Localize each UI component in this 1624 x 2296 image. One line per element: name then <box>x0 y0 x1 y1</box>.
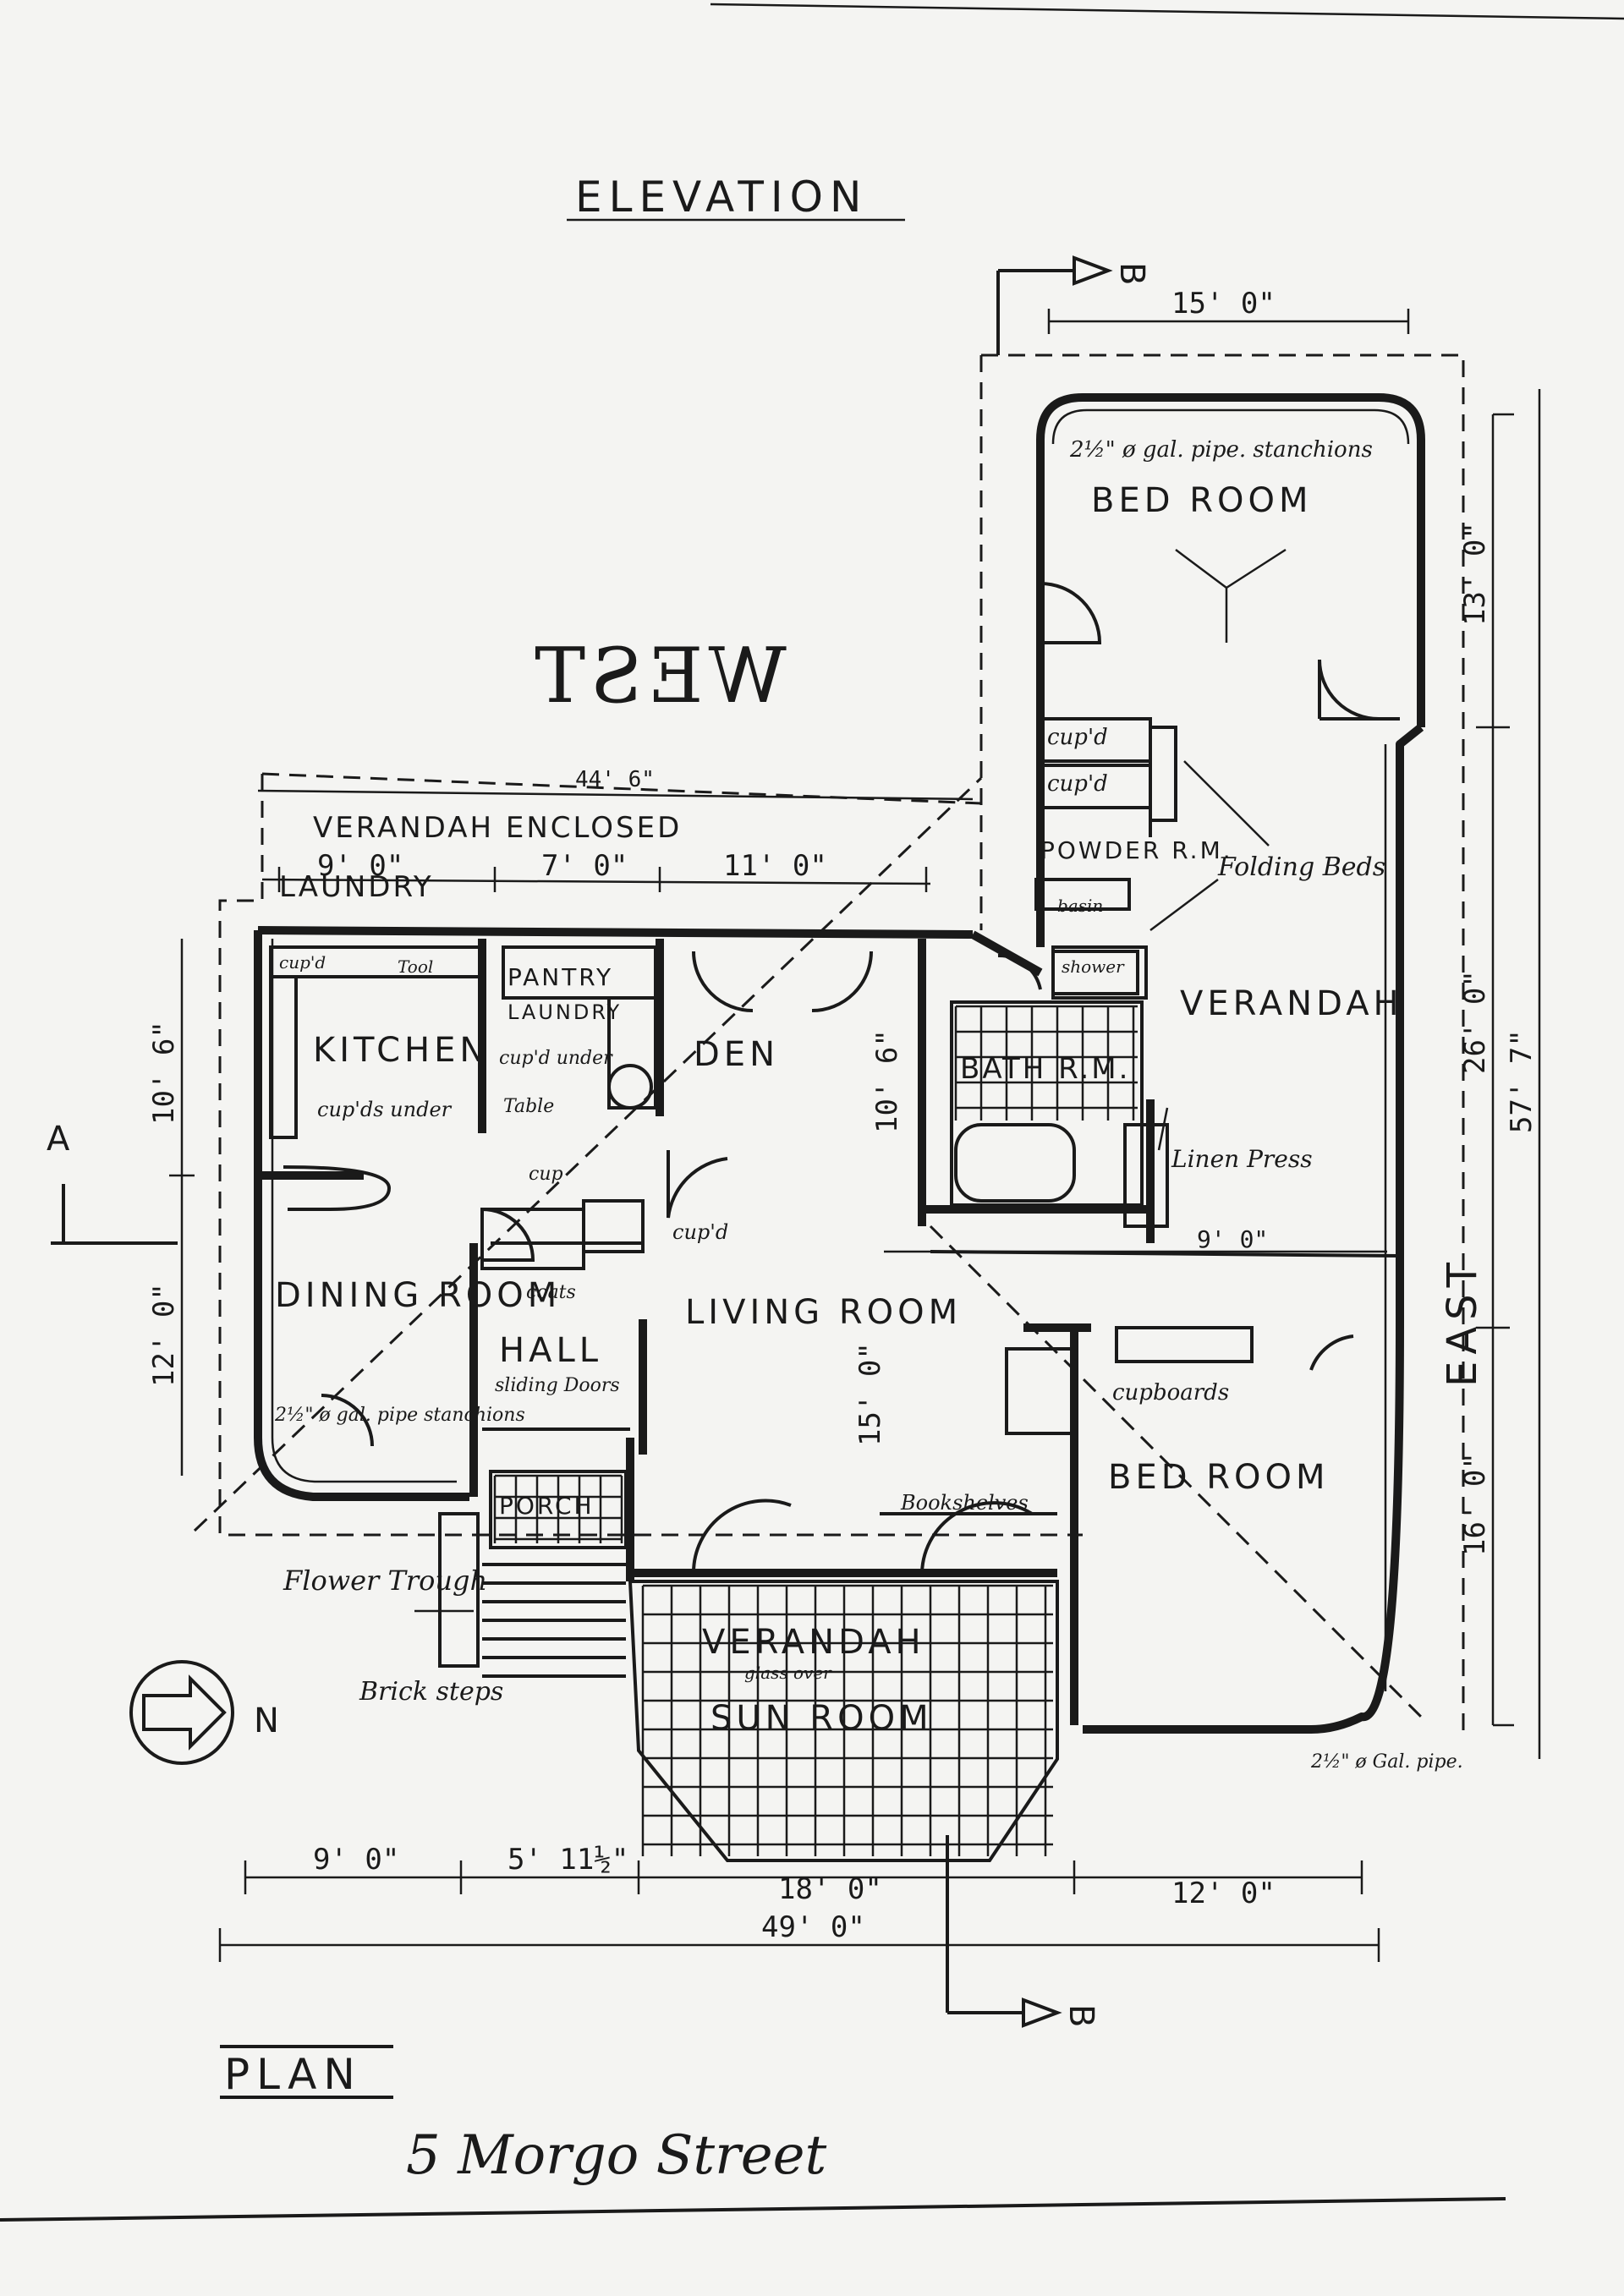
note-sliding-doors: sliding Doors <box>495 1375 620 1396</box>
dim-15-0-living: 15' 0" <box>853 1342 887 1446</box>
dim-10-6-left: 10' 6" <box>147 1021 181 1125</box>
dim-26-0: 26' 0" <box>1458 970 1492 1074</box>
dim-7-0: 7' 0" <box>541 849 628 883</box>
room-label-bedroom-bottom: BED ROOM <box>1108 1458 1330 1497</box>
room-label-verandah-sunroom: VERANDAH <box>702 1623 925 1662</box>
room-label-verandah-enclosed: VERANDAH ENCLOSED <box>313 811 682 845</box>
north-arrow: N <box>129 1660 283 1765</box>
note-cupd-under: cup'd under <box>499 1048 613 1069</box>
room-label-dining-room: DINING ROOM <box>275 1276 561 1315</box>
room-label-sun-room: SUN ROOM <box>710 1699 933 1738</box>
room-label-bathroom: BATH R.M. <box>960 1052 1130 1086</box>
west-label: WEST <box>529 632 787 721</box>
section-b-marker-top: B <box>996 255 1151 355</box>
section-a-label: A <box>47 1120 74 1159</box>
dim-44-6: 44' 6" <box>575 767 655 792</box>
note-sunroom-over: glass over <box>744 1663 832 1683</box>
dim-12-0-left: 12' 0" <box>147 1283 181 1387</box>
note-brick-steps: Brick steps <box>359 1677 503 1707</box>
dim-9-0-laundry: 9' 0" <box>317 849 403 883</box>
room-label-kitchen: KITCHEN <box>313 1031 489 1070</box>
note-cup: cup <box>529 1164 563 1185</box>
room-label-hall: HALL <box>499 1331 602 1370</box>
bathroom-tiles <box>950 1000 1144 1207</box>
porch-steps <box>438 1470 628 1678</box>
exterior-walls <box>254 393 1425 1734</box>
note-linen-press: Linen Press <box>1171 1145 1313 1173</box>
dim-49-0: 49' 0" <box>761 1910 865 1944</box>
note-table: Table <box>503 1096 554 1117</box>
dim-15-0: 15' 0" <box>1171 287 1276 321</box>
leader-lines <box>414 548 1287 1613</box>
dim-57-7: 57' 7" <box>1505 1029 1539 1133</box>
room-label-living-room: LIVING ROOM <box>685 1293 962 1332</box>
address-label: 5 Morgo Street <box>406 2124 826 2187</box>
bathtub <box>954 1123 1076 1203</box>
section-b-label-bottom: B <box>1062 2004 1100 2031</box>
note-bookshelves: Bookshelves <box>900 1491 1029 1515</box>
scan-edge-bottom <box>0 2197 1506 2222</box>
dimension-lines <box>169 309 1541 1962</box>
room-label-porch: PORCH <box>499 1492 595 1520</box>
dim-11-0: 11' 0" <box>723 849 827 883</box>
north-label: N <box>254 1701 283 1740</box>
note-cupd-kitchen: cup'd <box>279 952 326 973</box>
elevation-title: ELEVATION <box>575 173 868 222</box>
room-label-verandah-east: VERANDAH <box>1180 984 1403 1023</box>
note-cupboards: cupboards <box>1112 1380 1229 1406</box>
dim-13-0: 13' 0" <box>1458 522 1492 626</box>
dim-9-0-bath: 9' 0" <box>1197 1225 1268 1253</box>
room-label-bedroom-top: BED ROOM <box>1091 481 1313 520</box>
note-cupd-living: cup'd <box>672 1220 728 1244</box>
note-folding-beds: Folding Beds <box>1217 852 1385 882</box>
note-cupds-under: cup'ds under <box>317 1098 453 1121</box>
note-coats: coats <box>526 1282 576 1303</box>
room-label-powder-room: POWDER R.M. <box>1040 836 1233 864</box>
door-swings <box>321 582 1380 1574</box>
note-stanchions-dining: 2½" ø gal. pipe stanchions <box>274 1405 525 1426</box>
dim-10-6-den: 10' 6" <box>870 1029 904 1133</box>
section-b-marker-bottom: B <box>946 1835 1100 2031</box>
east-label: EAST <box>1439 1256 1486 1387</box>
note-gal-pipe: 2½" ø Gal. pipe. <box>1310 1751 1463 1773</box>
room-label-laundry: LAUNDRY <box>279 870 434 904</box>
dim-5-11: 5' 11½" <box>508 1843 628 1877</box>
scan-edge-top <box>710 3 1624 20</box>
note-basin: basin <box>1057 896 1103 916</box>
sun-room-tiles <box>628 1580 1059 1862</box>
note-cupd-2: cup'd <box>1047 771 1108 797</box>
dim-12-0-bottom: 12' 0" <box>1171 1877 1276 1910</box>
note-flower-trough: Flower Trough <box>283 1564 487 1597</box>
note-cupd-1: cup'd <box>1047 725 1108 750</box>
plan-title: PLAN <box>224 2050 362 2099</box>
verandah-stanchion-rails <box>271 408 1410 1691</box>
room-label-den: DEN <box>694 1035 779 1074</box>
note-tool: Tool <box>398 956 433 977</box>
dim-18-0: 18' 0" <box>778 1872 882 1906</box>
note-stanchions-top: 2½" ø gal. pipe. stanchions <box>1069 437 1373 463</box>
dim-16-0: 16' 0" <box>1458 1452 1492 1556</box>
flower-trough-box <box>438 1512 480 1668</box>
room-label-pantry: PANTRY <box>508 963 613 991</box>
section-b-label-top: B <box>1112 262 1151 289</box>
section-a-marker: A <box>47 1120 178 1245</box>
fixtures <box>269 717 1254 1515</box>
note-shower: shower <box>1062 956 1125 977</box>
dim-9-0-bottom: 9' 0" <box>313 1843 399 1877</box>
room-label-laundry-small: LAUNDRY <box>508 1000 622 1024</box>
west-label-text: WEST <box>529 632 787 721</box>
